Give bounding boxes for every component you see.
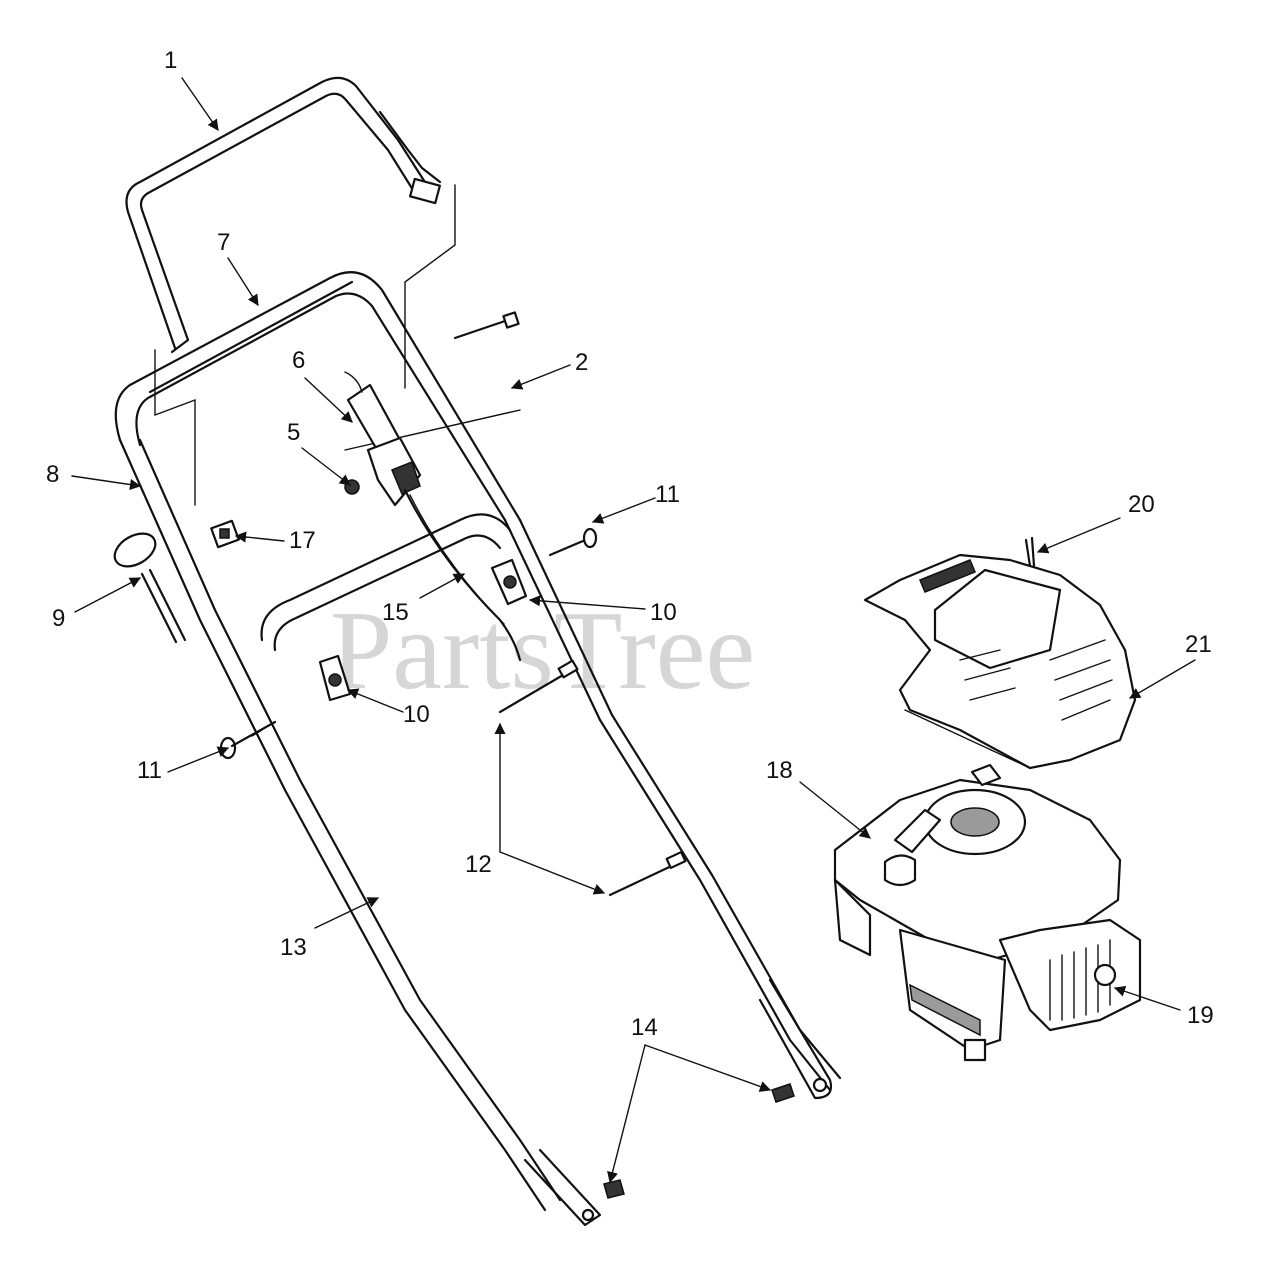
screw-14-right [771,1083,795,1103]
bolt-2 [453,311,520,340]
carriage-bolt-11-upper [548,527,598,557]
callout-7: 7 [217,229,230,256]
callout-5: 5 [287,419,300,446]
callout-13: 13 [280,934,307,961]
callouts: 1 2 5 6 7 8 9 10 10 11 11 12 13 14 15 17… [46,47,1214,1041]
callout-11-lower: 11 [137,757,162,784]
callout-10-lower: 10 [403,701,430,728]
wing-nut-10-lower [318,654,352,702]
callout-14: 14 [631,1014,658,1041]
leader-lines [71,77,1196,1184]
pin-20 [1024,536,1036,568]
engine-shroud [863,553,1137,770]
control-bracket [344,371,422,507]
callout-9: 9 [52,605,65,632]
wing-nut-10-upper [490,558,528,606]
callout-17: 17 [289,527,316,554]
callout-1: 1 [164,47,177,74]
callout-11-upper: 11 [655,481,680,508]
callout-21: 21 [1185,631,1212,658]
callout-20: 20 [1128,491,1155,518]
callout-18: 18 [766,757,793,784]
callout-10-upper: 10 [650,599,677,626]
callout-2: 2 [575,349,588,376]
callout-15: 15 [382,599,409,626]
callout-6: 6 [292,347,305,374]
middle-handle [114,271,522,522]
callout-19: 19 [1187,1002,1214,1029]
knob-9 [113,532,187,644]
engine [833,763,1142,1062]
lower-handle [118,438,842,1227]
upper-handle [125,76,442,354]
pin-12-lower [608,850,687,897]
pin-12-upper [498,659,579,714]
watermark: PartsTree [330,589,755,713]
screw-14-left [603,1179,625,1199]
callout-8: 8 [46,461,59,488]
control-cable [403,488,522,662]
callout-12: 12 [465,851,492,878]
clip-17 [210,519,240,549]
